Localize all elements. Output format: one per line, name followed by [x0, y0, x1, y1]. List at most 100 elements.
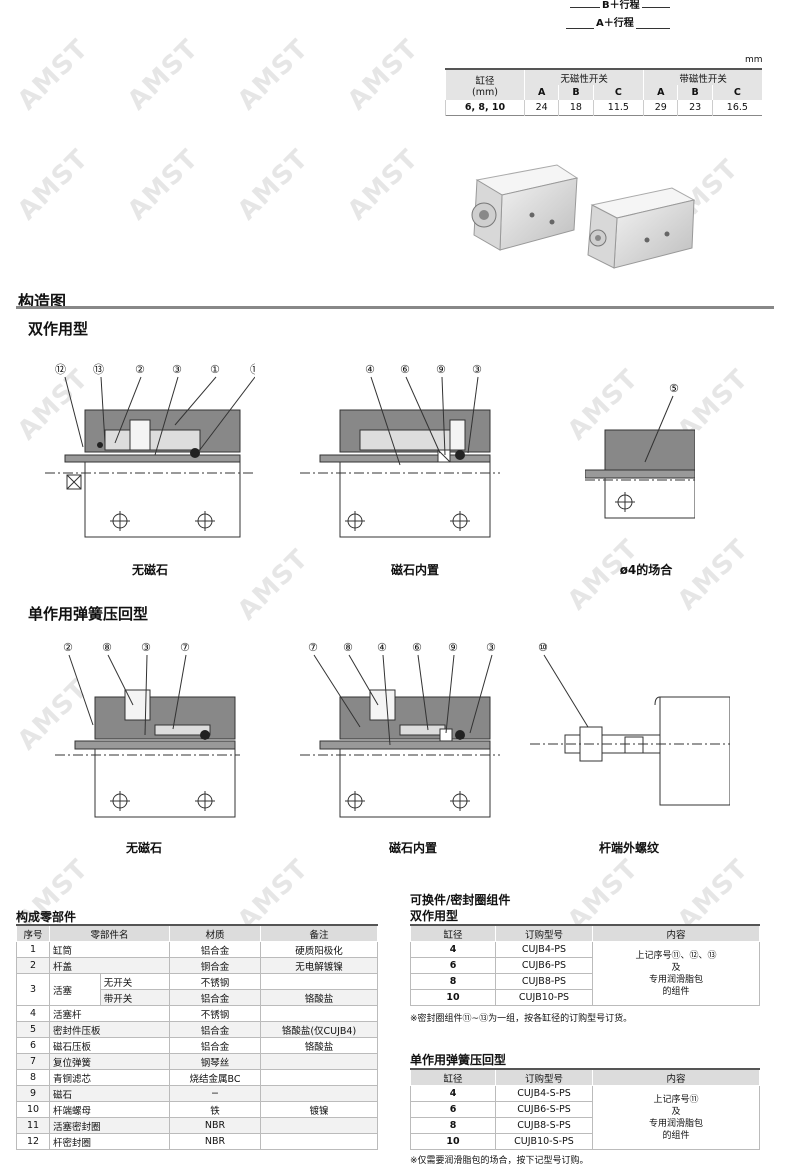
- part-name: 磁石: [49, 1085, 170, 1102]
- section-divider: [16, 306, 774, 309]
- callout-3: ③: [486, 641, 496, 654]
- part-material: 不锈钢: [169, 1005, 261, 1022]
- part-material: 铁: [169, 1101, 261, 1118]
- diagram-single-no-magnet: ② ⑧ ③ ⑦: [55, 641, 240, 818]
- part-material: NBR: [169, 1117, 261, 1134]
- bore-header: 缸径(mm): [445, 69, 525, 100]
- col-a2: A: [643, 85, 678, 100]
- part-name: 复位弹簧: [49, 1053, 170, 1070]
- part-variant: 带开关: [99, 989, 171, 1006]
- diagram-double-no-magnet: ⑫ ⑬ ② ③ ① ⑪: [45, 363, 255, 538]
- part-note: [260, 1133, 378, 1150]
- caption-single-magnet: 磁石内置: [388, 841, 437, 855]
- parts-col-material: 材质: [169, 924, 261, 942]
- kit-order-no: CUJB8-S-PS: [495, 1117, 593, 1134]
- col-b2: B: [677, 85, 713, 100]
- caption-single-no-magnet: 无磁石: [125, 841, 162, 855]
- kit-bore: 6: [410, 957, 496, 974]
- part-material: 钢琴丝: [169, 1053, 261, 1070]
- single-acting-title: 单作用弹簧压回型: [28, 605, 149, 623]
- part-no: 2: [16, 957, 50, 974]
- kits-double-title: 双作用型: [410, 909, 459, 923]
- kit-order-no: CUJB4-PS: [495, 941, 593, 958]
- dimension-table: 缸径(mm) 无磁性开关 带磁性开关 A B C A B C 6, 8, 10 …: [445, 68, 762, 116]
- part-note: 铬酸盐: [260, 1037, 378, 1054]
- kits-title: 可换件/密封圈组件: [410, 893, 511, 907]
- callout-3: ③: [172, 363, 182, 376]
- kit-bore: 10: [410, 989, 496, 1006]
- callout-8: ⑧: [102, 641, 112, 654]
- kit-order-no: CUJB10-PS: [495, 989, 593, 1006]
- kits-single-note: ※仅需要润滑脂包的场合，按下记型号订购。: [410, 1156, 589, 1166]
- value-b2: 23: [677, 100, 713, 116]
- kit-col-bore: 缸径: [410, 1068, 496, 1086]
- part-note: [260, 1069, 378, 1086]
- callout-12: ⑫: [55, 363, 66, 376]
- kit-order-no: CUJB8-PS: [495, 973, 593, 990]
- part-name: 磁石压板: [49, 1037, 170, 1054]
- product-photo: [471, 164, 696, 269]
- kit-bore: 4: [410, 941, 496, 958]
- kit-bore: 6: [410, 1101, 496, 1118]
- part-note: [260, 973, 378, 990]
- kit-bore: 10: [410, 1133, 496, 1150]
- unit-label: mm: [745, 55, 763, 65]
- parts-title: 构成零部件: [16, 910, 77, 924]
- part-note: 镀镍: [260, 1101, 378, 1118]
- part-note: 无电解镀镍: [260, 957, 378, 974]
- part-name: 缸筒: [49, 941, 170, 958]
- value-a: 24: [523, 100, 559, 116]
- part-name: 青铜滤芯: [49, 1069, 170, 1086]
- part-variant: 无开关: [99, 973, 171, 990]
- callout-2: ②: [135, 363, 145, 376]
- diagram-single-magnet: ⑦ ⑧ ④ ⑥ ⑨ ③: [300, 641, 500, 818]
- value-b: 18: [558, 100, 594, 116]
- part-note: 铬酸盐(仅CUJB4): [260, 1021, 378, 1038]
- part-material: NBR: [169, 1133, 261, 1150]
- part-no: 3: [16, 973, 50, 1006]
- kit-col-order: 订购型号: [495, 924, 593, 942]
- part-no: 9: [16, 1085, 50, 1102]
- part-name: 活塞: [49, 973, 101, 1006]
- part-no: 10: [16, 1101, 50, 1118]
- kit-order-no: CUJB4-S-PS: [495, 1085, 593, 1102]
- table-row: 6, 8, 10 24 18 11.5 29 23 16.5: [445, 100, 762, 116]
- part-no: 6: [16, 1037, 50, 1054]
- callout-3: ③: [472, 363, 482, 376]
- value-c: 11.5: [592, 100, 644, 116]
- double-acting-title: 双作用型: [28, 320, 89, 338]
- part-material: 铝合金: [169, 989, 261, 1006]
- part-material: 铝合金: [169, 941, 261, 958]
- callout-3: ③: [141, 641, 151, 654]
- caption-double-no-magnet: 无磁石: [131, 563, 168, 577]
- kit-order-no: CUJB6-PS: [495, 957, 593, 974]
- callout-6: ⑥: [412, 641, 422, 654]
- parts-col-no: 序号: [16, 924, 50, 942]
- callout-4: ④: [377, 641, 387, 654]
- part-no: 12: [16, 1133, 50, 1150]
- part-note: [260, 1117, 378, 1134]
- kits-double-note: ※密封圈组件⑪~⑬为一组，按各缸径的订购型号订货。: [410, 1014, 633, 1024]
- part-note: 硬质阳极化: [260, 941, 378, 958]
- kits-single-title: 单作用弹簧压回型: [410, 1053, 507, 1067]
- callout-11: ⑪: [250, 363, 255, 376]
- caption-double-magnet: 磁石内置: [390, 563, 439, 577]
- kit-order-no: CUJB10-S-PS: [495, 1133, 593, 1150]
- part-no: 11: [16, 1117, 50, 1134]
- col-c: C: [592, 85, 644, 100]
- value-a2: 29: [643, 100, 678, 116]
- part-name: 活塞杆: [49, 1005, 170, 1022]
- callout-8: ⑧: [343, 641, 353, 654]
- part-note: 铬酸盐: [260, 989, 378, 1006]
- caption-rod-end-thread: 杆端外螺纹: [598, 841, 659, 855]
